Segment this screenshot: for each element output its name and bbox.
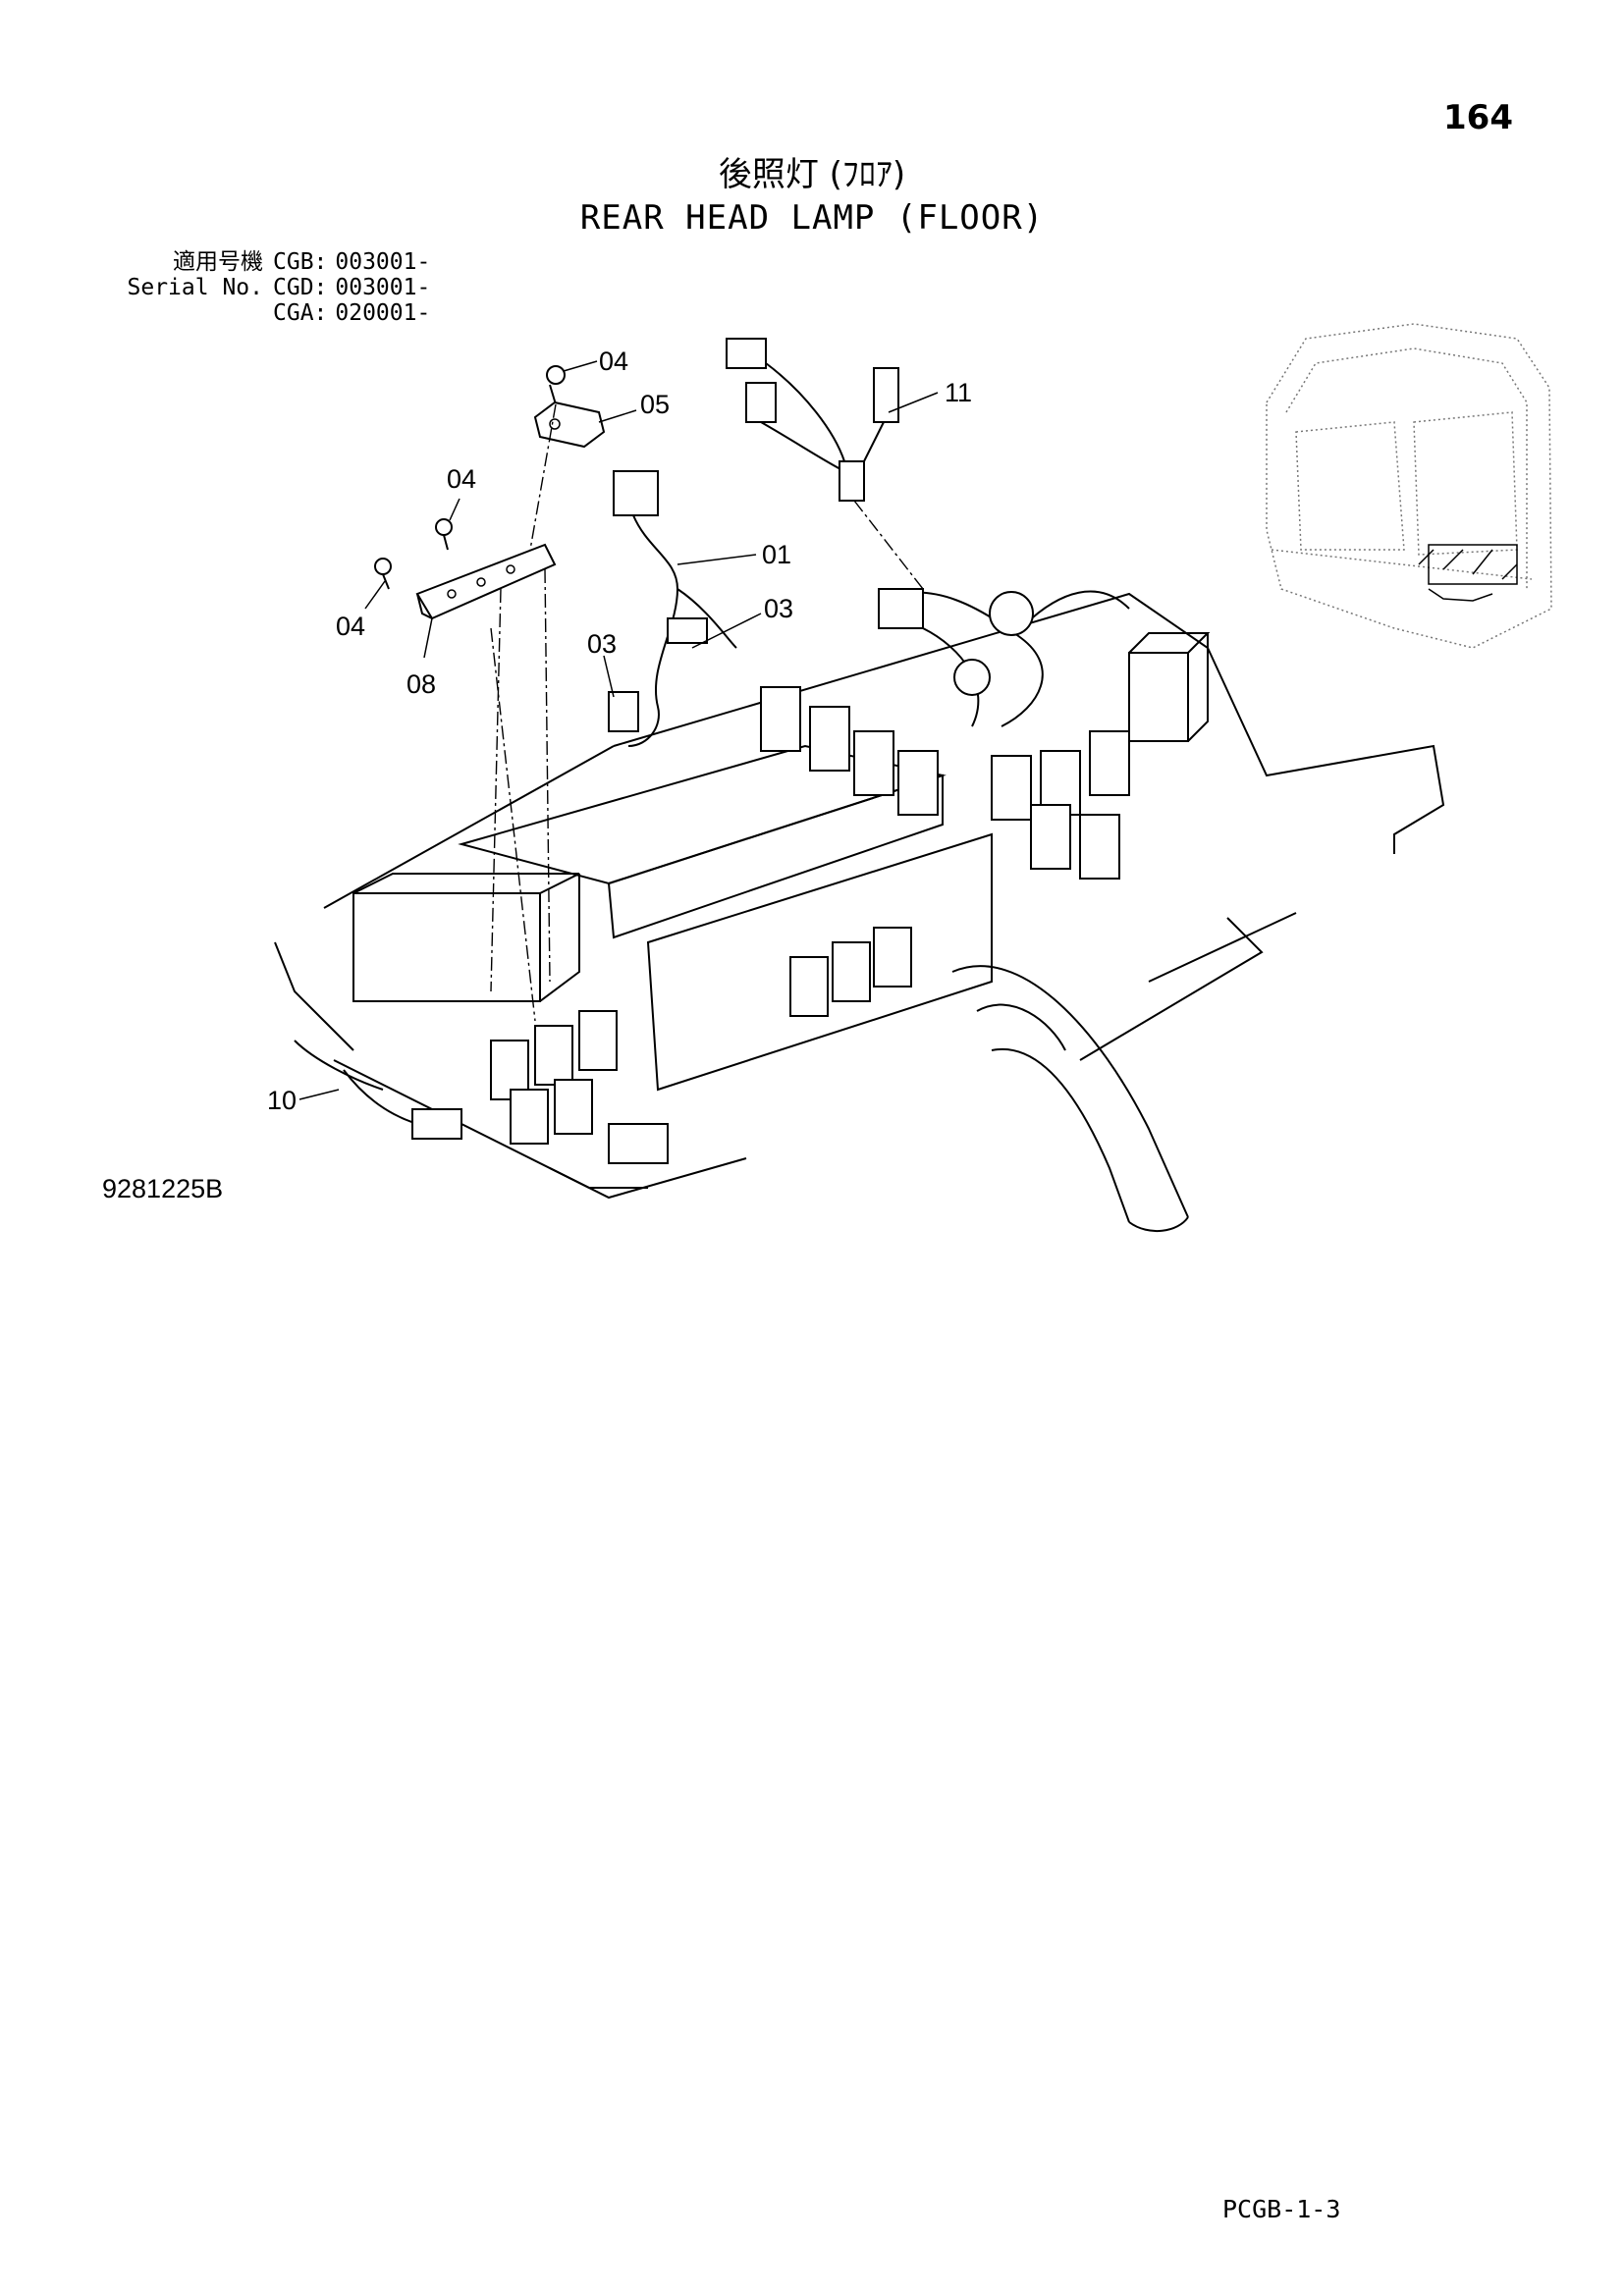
callout-03: 03 xyxy=(764,594,793,623)
serial-row-2: Serial No. CGD: 003001- xyxy=(116,275,431,300)
floor-plate xyxy=(323,592,1445,1200)
serial-model: CGB: xyxy=(273,249,328,275)
cab-thumbnail-detail xyxy=(1418,544,1518,602)
footer-code: PCGB-1-3 xyxy=(1222,2195,1341,2223)
drawing-code: 9281225B xyxy=(102,1174,224,1203)
callout-05: 05 xyxy=(640,390,670,419)
page-number: 164 xyxy=(1443,98,1513,137)
serial-range: 003001- xyxy=(335,275,431,300)
serial-row-1: 適用号機 CGB: 003001- xyxy=(116,249,430,275)
excavator-cab-icon xyxy=(1266,323,1552,649)
relay-row-lower xyxy=(490,927,912,1145)
serial-applicability: 適用号機 CGB: 003001- Serial No. CGD: 003001… xyxy=(116,249,431,326)
serial-range: 020001- xyxy=(335,300,431,326)
callout-04: 04 xyxy=(447,464,476,494)
alignment-lines xyxy=(490,403,557,1022)
leader-lines xyxy=(298,360,939,1100)
serial-model: CGD: xyxy=(273,275,328,300)
title-japanese: 後照灯 (ﾌﾛｱ) xyxy=(718,155,906,194)
hose xyxy=(951,965,1189,1233)
part-05-lamp xyxy=(533,365,737,747)
callout-03: 03 xyxy=(587,629,617,659)
serial-label-en: Serial No. xyxy=(127,275,263,300)
callout-01: 01 xyxy=(762,540,791,569)
part-08-bracket xyxy=(374,518,557,620)
serial-label-jp: 適用号機 xyxy=(173,249,263,275)
relay-module-group xyxy=(352,744,993,1092)
callout-10: 10 xyxy=(267,1086,297,1115)
serial-range: 003001- xyxy=(335,249,431,275)
serial-model: CGA: xyxy=(273,300,328,326)
title-english: REAR HEAD LAMP (FLOOR) xyxy=(579,198,1045,238)
callout-11: 11 xyxy=(945,378,972,407)
relay-row-upper xyxy=(760,632,1211,880)
callout-04: 04 xyxy=(336,612,365,641)
callout-08: 08 xyxy=(406,669,436,699)
part-10-wiring xyxy=(274,941,669,1189)
harness-bundle xyxy=(878,588,1130,727)
serial-row-3: CGA: 020001- xyxy=(116,300,430,326)
part-11-harness xyxy=(726,338,924,590)
callout-04: 04 xyxy=(599,347,628,376)
